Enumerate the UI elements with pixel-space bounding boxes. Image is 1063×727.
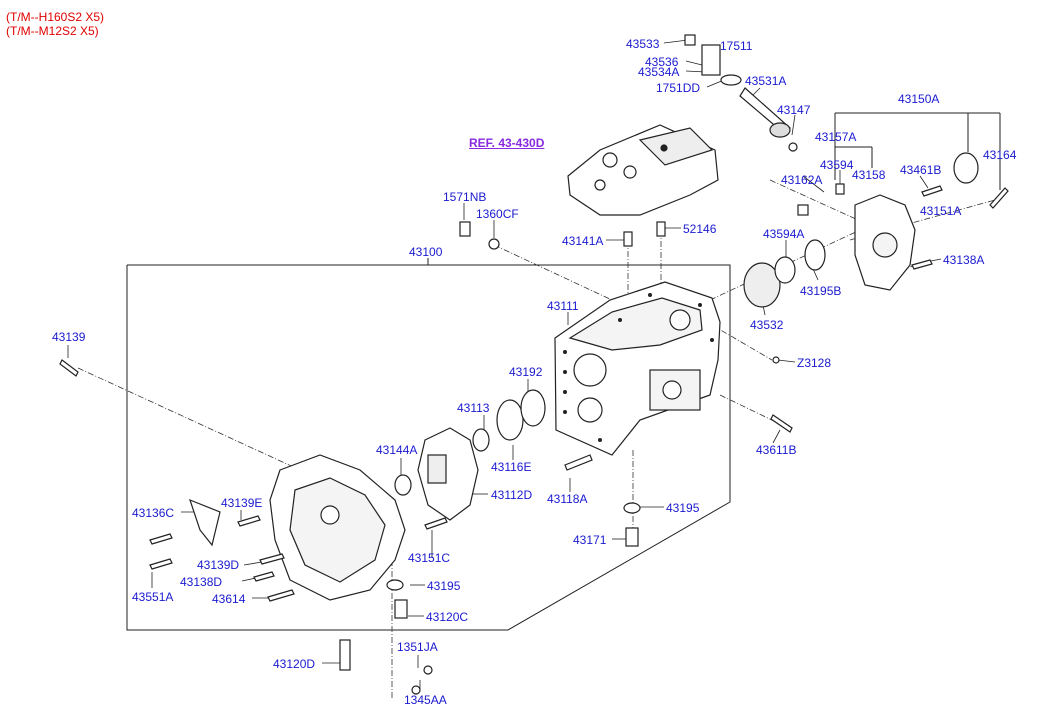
part-label-43531A[interactable]: 43531A — [745, 74, 787, 88]
part-label-43594[interactable]: 43594 — [820, 158, 854, 172]
part-label-43162A[interactable]: 43162A — [781, 173, 823, 187]
part-label-43144A[interactable]: 43144A — [376, 443, 418, 457]
part-label-17511[interactable]: 17511 — [720, 39, 753, 53]
part-label-43532[interactable]: 43532 — [750, 318, 784, 332]
part-label-43100[interactable]: 43100 — [409, 245, 443, 259]
top-cover — [567, 124, 719, 216]
axis-line-rear — [711, 324, 773, 361]
part-label-43151A[interactable]: 43151A — [920, 204, 962, 218]
part-label-43112D[interactable]: 43112D — [491, 488, 533, 502]
part-label-43136C[interactable]: 43136C — [132, 506, 175, 520]
assembly-outline — [126, 264, 731, 631]
transmission-case — [554, 281, 721, 456]
part-label-43534A[interactable]: 43534A — [638, 65, 680, 79]
rear-extension — [854, 194, 916, 291]
part-label-52146[interactable]: 52146 — [683, 222, 717, 236]
axis-line-bolt — [719, 394, 777, 423]
reference-link[interactable]: REF. 43-430D — [469, 136, 545, 150]
part-label-43113[interactable]: 43113 — [457, 401, 490, 415]
part-label-43195-upper[interactable]: 43195 — [666, 501, 700, 515]
part-label-1351JA[interactable]: 1351JA — [397, 640, 438, 654]
model-header-line-2: (T/M--M12S2 X5) — [6, 24, 99, 38]
part-label-43116E[interactable]: 43116E — [491, 460, 532, 474]
part-label-43158[interactable]: 43158 — [852, 168, 886, 182]
bolts-pins — [59, 183, 1009, 695]
part-label-1571NB[interactable]: 1571NB — [443, 190, 487, 204]
front-cover — [417, 427, 479, 521]
model-header-line-1: (T/M--H160S2 X5) — [6, 10, 105, 24]
part-label-43551A[interactable]: 43551A — [132, 590, 174, 604]
part-label-43171[interactable]: 43171 — [573, 533, 607, 547]
part-label-43594A[interactable]: 43594A — [763, 227, 805, 241]
part-label-43164[interactable]: 43164 — [983, 148, 1017, 162]
part-label-43118A[interactable]: 43118A — [547, 492, 588, 506]
axis-line-clutch — [77, 367, 301, 471]
clutch-housing — [269, 454, 406, 601]
part-label-43147[interactable]: 43147 — [777, 103, 811, 117]
part-label-43138A[interactable]: 43138A — [943, 253, 985, 267]
part-label-43533[interactable]: 43533 — [626, 37, 660, 51]
part-label-43195B[interactable]: 43195B — [800, 284, 842, 298]
part-label-43138D[interactable]: 43138D — [180, 575, 223, 589]
part-label-43139[interactable]: 43139 — [52, 330, 86, 344]
part-label-Z3128[interactable]: Z3128 — [797, 356, 832, 370]
part-label-43151C[interactable]: 43151C — [408, 551, 451, 565]
part-label-43141A[interactable]: 43141A — [562, 234, 604, 248]
part-label-43139E[interactable]: 43139E — [221, 496, 263, 510]
part-label-43150A[interactable]: 43150A — [898, 92, 940, 106]
part-label-1345AA[interactable]: 1345AA — [404, 693, 447, 707]
part-label-43120D[interactable]: 43120D — [273, 657, 316, 671]
part-label-43195-lower[interactable]: 43195 — [427, 579, 461, 593]
part-label-43614[interactable]: 43614 — [212, 592, 246, 606]
part-label-1751DD[interactable]: 1751DD — [656, 81, 701, 95]
part-label-43111[interactable]: 43111 — [547, 299, 579, 313]
part-label-43192[interactable]: 43192 — [509, 365, 543, 379]
part-label-43611B[interactable]: 43611B — [756, 443, 797, 457]
part-label-43139D[interactable]: 43139D — [197, 558, 240, 572]
part-label-43536[interactable]: 43536 — [645, 55, 679, 69]
part-label-43461B[interactable]: 43461B — [900, 163, 942, 177]
part-label-1360CF[interactable]: 1360CF — [476, 207, 519, 221]
bearings-seals — [386, 152, 979, 591]
axis-line-topcover — [493, 244, 613, 301]
part-label-43157A[interactable]: 43157A — [815, 130, 857, 144]
part-label-43120C[interactable]: 43120C — [426, 610, 469, 624]
speedometer-parts — [684, 34, 798, 152]
